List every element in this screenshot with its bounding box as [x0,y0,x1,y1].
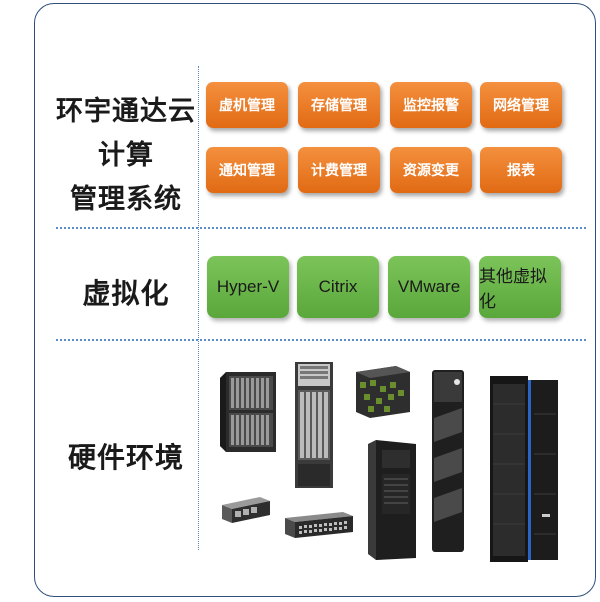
platform-other-virtualization: 其他虚拟化 [479,256,561,318]
management-label-line1: 环宇通达云计算 [56,96,196,171]
module-monitoring-alerts: 监控报警 [390,82,472,128]
module-notification-management: 通知管理 [206,147,288,193]
platform-hyper-v: Hyper-V [207,256,289,318]
tower-server-small-image [368,440,416,560]
platform-citrix: Citrix [297,256,379,318]
module-network-management: 网络管理 [480,82,562,128]
blade-server-chassis-image [220,372,276,452]
tower-server-image [432,370,464,552]
module-vm-management: 虚机管理 [206,82,288,128]
module-reports: 报表 [480,147,562,193]
rack-cabinet-image [490,376,558,562]
divider-management-virtualization [56,227,586,229]
module-storage-management: 存储管理 [298,82,380,128]
section-label-management: 环宇通达云计算 管理系统 [56,90,196,222]
section-label-hardware: 硬件环境 [67,441,184,474]
network-switch-image [285,512,353,538]
divider-virtualization-hardware [56,339,586,341]
platform-vmware: VMware [388,256,470,318]
module-billing-management: 计费管理 [298,147,380,193]
storage-cube-image [356,366,410,418]
rack-chassis-image [295,362,333,488]
section-label-virtualization: 虚拟化 [82,277,170,310]
module-resource-change: 资源变更 [390,147,472,193]
rack-server-image [222,497,270,523]
management-label-line2: 管理系统 [70,184,182,215]
vertical-divider [198,66,199,550]
